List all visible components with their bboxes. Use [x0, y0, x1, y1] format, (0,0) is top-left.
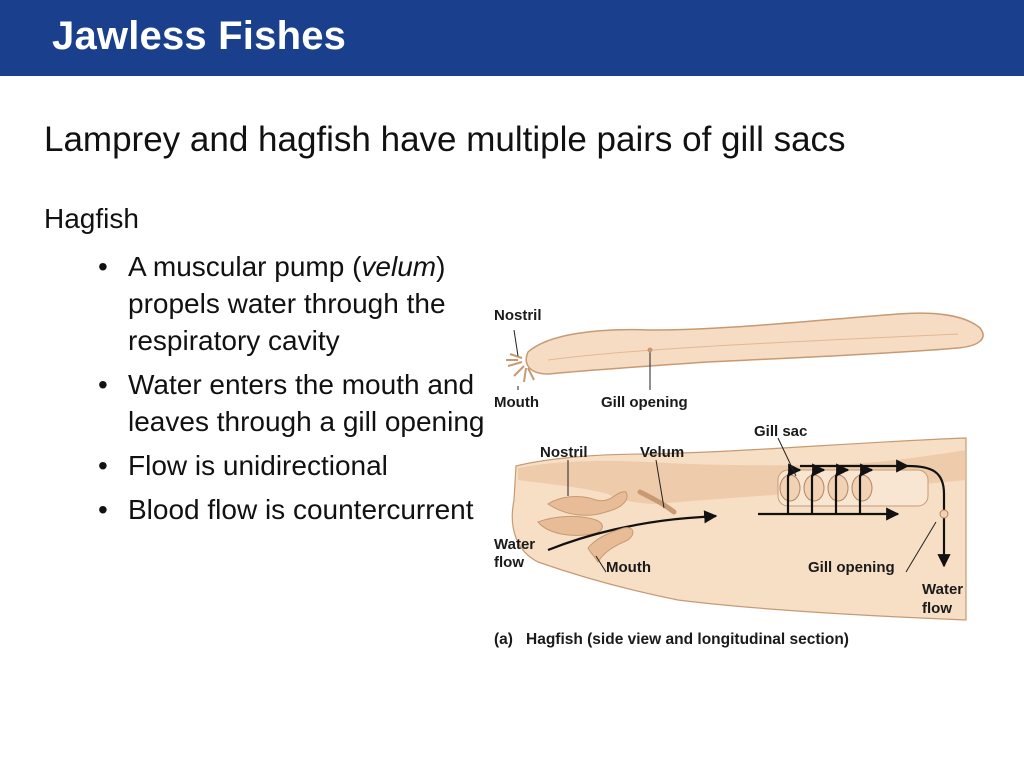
- label-water-flow-in-2: flow: [494, 554, 524, 571]
- bullet-item: • Water enters the mouth and leaves throu…: [96, 366, 486, 440]
- bullet-term-velum: velum: [361, 251, 437, 282]
- label-gill-sac: Gill sac: [754, 423, 807, 440]
- figure-caption-tag: (a): [494, 631, 513, 648]
- label-gill-opening-section: Gill opening: [808, 559, 895, 576]
- bullet-dot: •: [98, 494, 108, 525]
- velum-structure: [637, 489, 677, 515]
- bullet-text: Blood flow is countercurrent: [128, 494, 474, 525]
- body-heading: Hagfish: [44, 203, 139, 234]
- bullet-list: • A muscular pump (velum) propels water t…: [96, 248, 486, 535]
- bullet-dot: •: [98, 369, 108, 400]
- label-gill-opening-top: Gill opening: [601, 394, 688, 411]
- title-bar: Jawless Fishes: [0, 0, 1024, 76]
- label-nostril-section: Nostril: [540, 444, 588, 461]
- bullet-dot: •: [98, 251, 108, 282]
- label-velum: Velum: [640, 444, 684, 461]
- label-water-flow-out-2: flow: [922, 600, 952, 617]
- hagfish-figure: Nostril Mouth Gill opening Nostril: [494, 307, 984, 648]
- bullet-text: Water enters the mouth and leaves throug…: [128, 369, 485, 437]
- bullet-item: • Flow is unidirectional: [96, 447, 486, 484]
- slide-subtitle: Lamprey and hagfish have multiple pairs …: [44, 120, 846, 159]
- label-water-flow-in-1: Water: [494, 536, 535, 553]
- bullet-text: Flow is unidirectional: [128, 450, 388, 481]
- bullet-item: • Blood flow is countercurrent: [96, 491, 486, 528]
- gill-sacs: [779, 474, 873, 502]
- label-nostril-top: Nostril: [494, 307, 542, 324]
- label-mouth-section: Mouth: [606, 559, 651, 576]
- label-mouth-top: Mouth: [494, 394, 539, 411]
- bullet-dot: •: [98, 450, 108, 481]
- bullet-item: • A muscular pump (velum) propels water t…: [96, 248, 486, 359]
- label-water-flow-out-1: Water: [922, 581, 963, 598]
- bullet-text: A muscular pump (: [128, 251, 362, 282]
- barbel-tentacles: [506, 353, 535, 383]
- bullet-text: ) propels water through the respiratory …: [128, 251, 446, 356]
- slide-title: Jawless Fishes: [52, 14, 347, 58]
- figure-caption: Hagfish (side view and longitudinal sect…: [526, 631, 849, 648]
